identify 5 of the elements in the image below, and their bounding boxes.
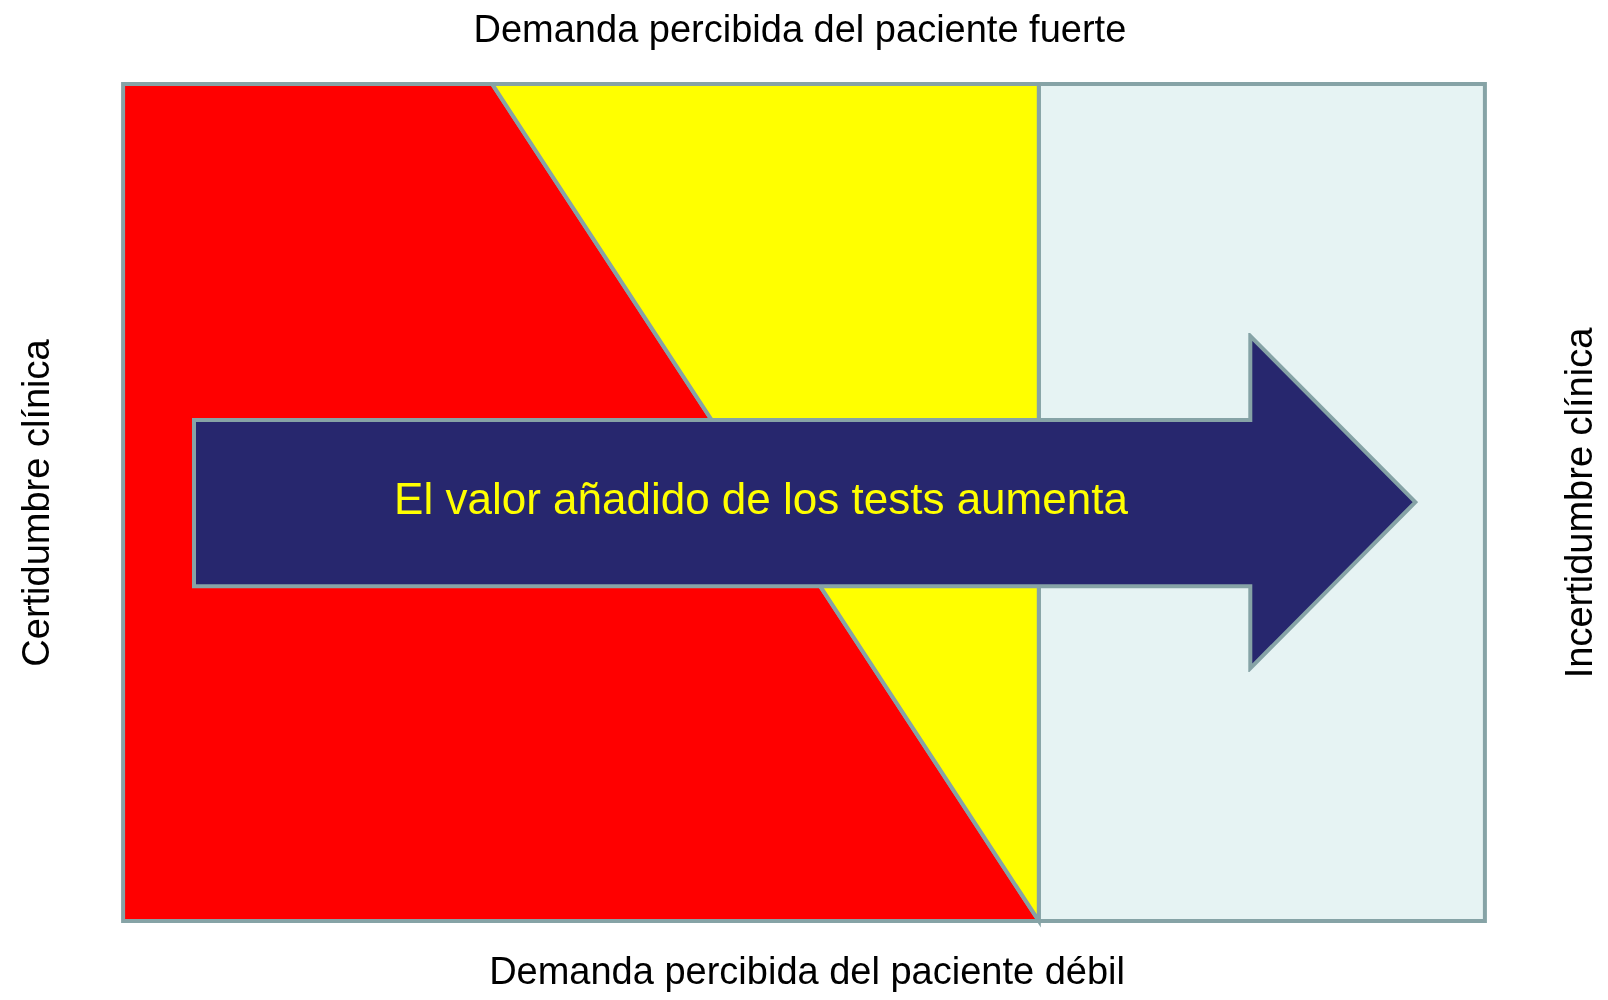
axis-label: Certidumbre clínica	[14, 338, 58, 667]
arrow-text: El valor añadido de los tests aumenta	[394, 474, 1128, 525]
axis-label: Incertidumbre clínica	[1557, 327, 1601, 678]
axis-label: Demanda percibida del paciente débil	[489, 949, 1125, 993]
axis-label: Demanda percibida del paciente fuerte	[473, 7, 1127, 51]
